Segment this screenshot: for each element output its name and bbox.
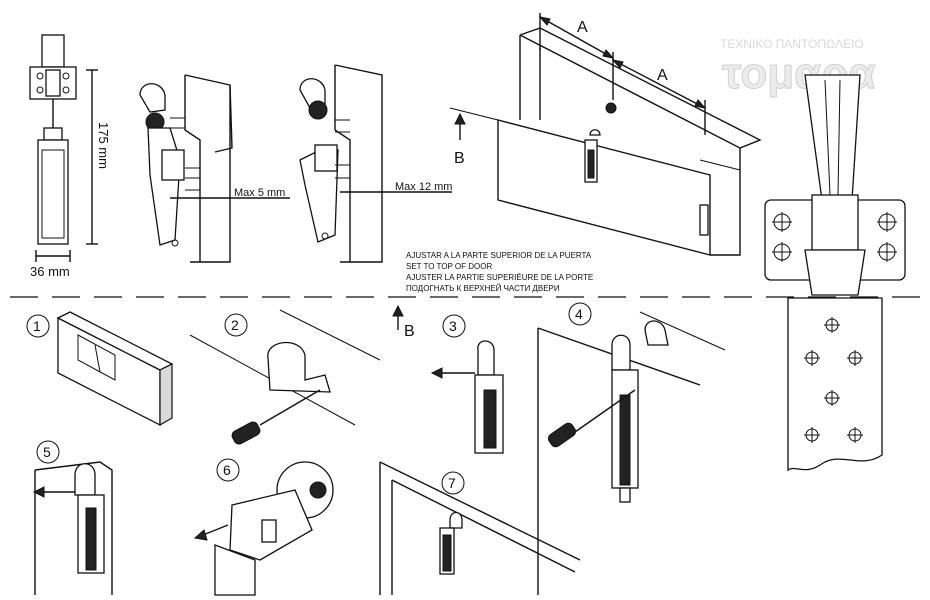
direction-b-label-mid: B: [404, 323, 415, 340]
height-dimension-label: 175 mm: [96, 122, 111, 169]
width-dimension-label: 36 mm: [30, 264, 70, 279]
gap-detail-max5: Max 5 mm: [139, 74, 290, 263]
step-5: 5: [32, 440, 113, 595]
step-2-badge: [224, 313, 248, 337]
step-1: 1: [26, 311, 174, 427]
distance-a-label-2: A: [657, 67, 668, 84]
step-2-number: 2: [231, 317, 239, 333]
step-7: 7: [379, 461, 581, 595]
distance-a-label-1: A: [577, 19, 588, 36]
step-3: 3: [430, 314, 504, 454]
step-1-badge: [26, 314, 50, 338]
step-3-number: 3: [449, 318, 457, 334]
direction-b-label-top: B: [454, 150, 465, 167]
instruction-text-block: AJUSTAR A LA PARTE SUPERIOR DE LA PUERTA…: [406, 251, 593, 293]
instruction-es: AJUSTAR A LA PARTE SUPERIOR DE LA PUERTA: [406, 251, 592, 260]
max-12mm-label: Max 12 mm: [395, 181, 452, 193]
step-6-number: 6: [223, 462, 231, 478]
step-4: 4: [537, 302, 726, 595]
step-5-badge: [36, 440, 60, 464]
gap-detail-max12: Max 12 mm: [299, 64, 452, 263]
max-5mm-label: Max 5 mm: [234, 187, 285, 199]
watermark-top-text: ΤΕΧΝΙΚΟ ΠΑΝΤΟΠΩΛΕΙΟ: [720, 37, 864, 51]
instruction-en: SET TO TOP OF DOOR: [406, 262, 492, 271]
door-perspective: A A B: [449, 13, 762, 256]
step-6: 6: [193, 458, 334, 596]
step-1-number: 1: [33, 318, 41, 334]
step-2: 2: [189, 309, 381, 445]
step-4-badge: [568, 302, 592, 326]
closer-product-drawing: 175 mm 36 mm: [29, 34, 111, 279]
step-7-badge: [441, 471, 465, 495]
step-3-badge: [442, 314, 466, 338]
step-5-number: 5: [43, 444, 51, 460]
instruction-ru: ПОДОГНАТЬ К ВЕРХНЕЙ ЧАСТИ ДВЕРИ: [406, 284, 560, 293]
bracket-closeup: [764, 74, 906, 472]
step-7-number: 7: [448, 475, 456, 491]
step-4-number: 4: [575, 306, 583, 322]
step-6-badge: [216, 458, 240, 482]
instruction-fr: AJUSTER LA PARTIE SUPERIÉURE DE LA PORTE: [406, 273, 593, 282]
